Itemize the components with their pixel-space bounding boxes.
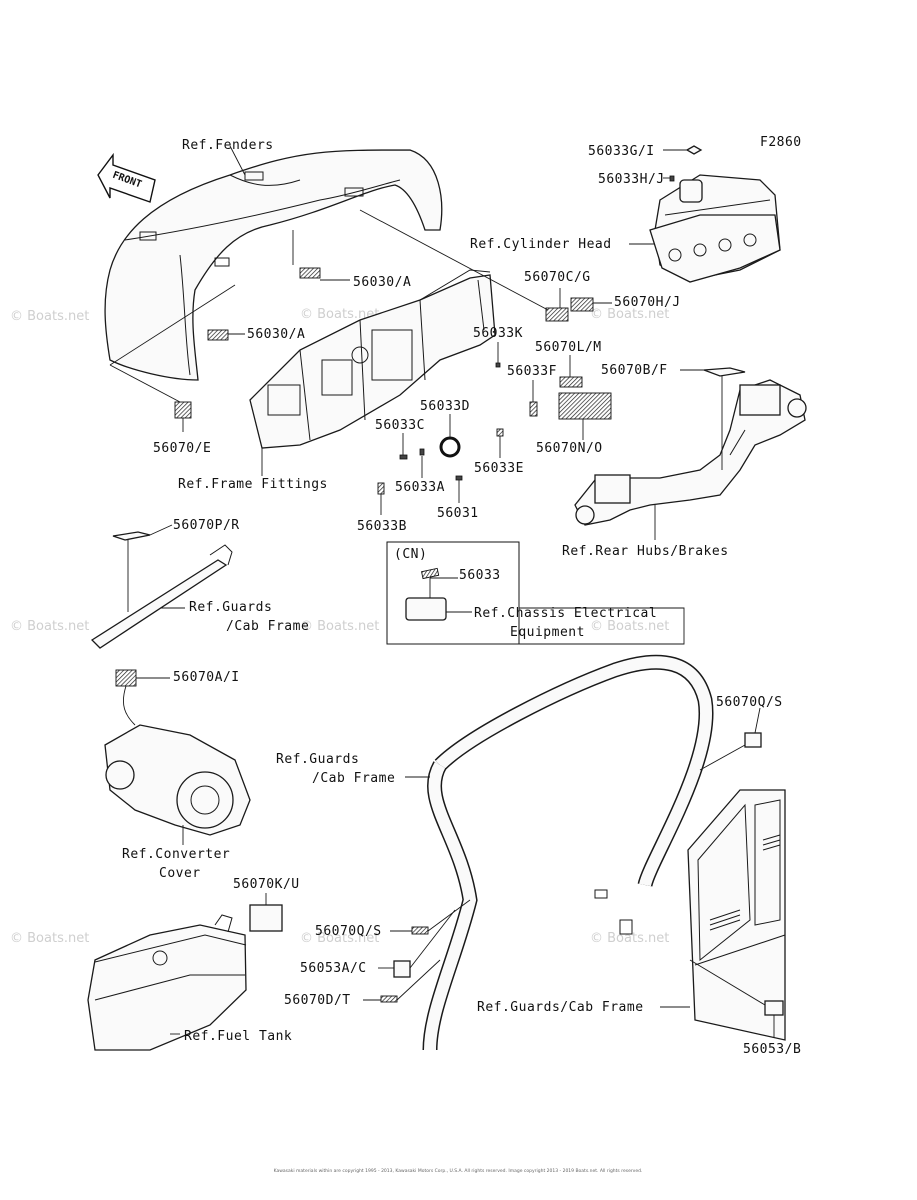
label-56053a-c: 56053A/C bbox=[300, 961, 367, 976]
label-56053-b: 56053/B bbox=[743, 1042, 801, 1057]
watermark: © Boats.net bbox=[10, 931, 89, 946]
watermark: © Boats.net bbox=[590, 931, 669, 946]
label-ref-converter-2: Cover bbox=[159, 866, 201, 881]
decal-56033b bbox=[377, 482, 385, 495]
decal-56033e bbox=[496, 428, 504, 437]
watermark: © Boats.net bbox=[590, 307, 669, 322]
frame-fittings-illustration bbox=[249, 269, 496, 449]
converter-cover-illustration bbox=[104, 724, 251, 836]
decals bbox=[112, 145, 784, 1016]
label-ref-frame-fittings: Ref.Frame Fittings bbox=[178, 477, 328, 492]
label-cn: (CN) bbox=[394, 547, 427, 562]
label-56033k: 56033K bbox=[473, 326, 523, 341]
decal-56070ku bbox=[249, 904, 283, 932]
cab-door-illustration bbox=[687, 789, 786, 1041]
label-56030-a-left: 56030/A bbox=[247, 327, 305, 342]
label-56030-a-top: 56030/A bbox=[353, 275, 411, 290]
decal-56053b bbox=[764, 1000, 784, 1016]
label-ref-chassis-1: Ref.Chassis Electrical bbox=[474, 606, 657, 621]
label-56070h-j: 56070H/J bbox=[614, 295, 681, 310]
decal-56070qs-left bbox=[411, 926, 429, 935]
label-56070p-r: 56070P/R bbox=[173, 518, 240, 533]
figure-code: F2860 bbox=[760, 135, 802, 150]
label-56070-e: 56070/E bbox=[153, 441, 211, 456]
label-56070n-o: 56070N/O bbox=[536, 441, 603, 456]
label-56033b: 56033B bbox=[357, 519, 407, 534]
label-cab-frame-2: /Cab Frame bbox=[312, 771, 395, 786]
label-56033a: 56033A bbox=[395, 480, 445, 495]
watermark: © Boats.net bbox=[10, 309, 89, 324]
label-ref-cylinder-head: Ref.Cylinder Head bbox=[470, 237, 612, 252]
label-56070d-t: 56070D/T bbox=[284, 993, 351, 1008]
decal-56033hj bbox=[669, 175, 675, 182]
decal-56070dt bbox=[380, 995, 398, 1003]
decal-56070lm bbox=[559, 376, 583, 388]
watermarks: © Boats.net © Boats.net © Boats.net © Bo… bbox=[10, 307, 669, 946]
label-56070q-s-right: 56070Q/S bbox=[716, 695, 783, 710]
label-56033h-j: 56033H/J bbox=[598, 172, 665, 187]
fenders-illustration bbox=[104, 149, 443, 381]
decal-56033d bbox=[439, 436, 461, 458]
label-cab-frame-1: /Cab Frame bbox=[226, 619, 309, 634]
watermark: © Boats.net bbox=[300, 931, 379, 946]
watermark: © Boats.net bbox=[590, 619, 669, 634]
decal-56031 bbox=[455, 475, 463, 481]
label-ref-converter-1: Ref.Converter bbox=[122, 847, 230, 862]
decal-56033k bbox=[495, 362, 501, 368]
label-56033e: 56033E bbox=[474, 461, 524, 476]
label-ref-fenders: Ref.Fenders bbox=[182, 138, 274, 153]
front-arrow-icon: FRONT bbox=[97, 152, 156, 203]
label-56070b-f: 56070B/F bbox=[601, 363, 668, 378]
copyright-footer: Kawasaki materials within are copyright … bbox=[274, 1168, 643, 1174]
decal-56030a-top bbox=[299, 267, 321, 279]
label-ref-fuel-tank: Ref.Fuel Tank bbox=[184, 1029, 292, 1044]
watermark: © Boats.net bbox=[300, 619, 379, 634]
label-ref-guards-2: Ref.Guards bbox=[276, 752, 359, 767]
label-56033-icon bbox=[421, 567, 440, 580]
cn-box bbox=[386, 541, 685, 645]
decal-56070bf bbox=[703, 367, 746, 377]
label-56070c-g: 56070C/G bbox=[524, 270, 591, 285]
label-56070q-s-left: 56070Q/S bbox=[315, 924, 382, 939]
label-56033g-i: 56033G/I bbox=[588, 144, 655, 159]
decal-56030a-left bbox=[207, 329, 229, 341]
label-ref-guards-1: Ref.Guards bbox=[189, 600, 272, 615]
rear-hubs-illustration bbox=[574, 379, 807, 526]
label-56070k-u: 56070K/U bbox=[233, 877, 300, 892]
decal-56070ai bbox=[115, 669, 137, 687]
decal-56033gi bbox=[685, 145, 703, 155]
electrical-box-icon bbox=[405, 597, 447, 621]
guards-rail-illustration bbox=[90, 544, 233, 649]
decal-56033f bbox=[529, 401, 538, 417]
label-ref-guards-cab: Ref.Guards/Cab Frame bbox=[477, 1000, 644, 1015]
label-56033c: 56033C bbox=[375, 418, 425, 433]
watermark: © Boats.net bbox=[300, 307, 379, 322]
label-ref-chassis-2: Equipment bbox=[510, 625, 585, 640]
cylinder-head-illustration bbox=[649, 174, 781, 283]
label-ref-rear-hubs: Ref.Rear Hubs/Brakes bbox=[562, 544, 729, 559]
decal-56033a bbox=[419, 448, 425, 456]
label-56031: 56031 bbox=[437, 506, 479, 521]
label-56070l-m: 56070L/M bbox=[535, 340, 602, 355]
watermark: © Boats.net bbox=[10, 619, 89, 634]
decal-56033c bbox=[399, 454, 408, 460]
label-56033f: 56033F bbox=[507, 364, 557, 379]
label-56033d: 56033D bbox=[420, 399, 470, 414]
decal-56070e bbox=[174, 401, 192, 419]
decal-56070hj bbox=[570, 297, 594, 312]
decal-56070qs-right bbox=[744, 732, 762, 748]
decal-56053ac bbox=[393, 960, 411, 978]
decal-56070pr bbox=[112, 531, 151, 541]
decal-56070no bbox=[558, 392, 612, 420]
leader-lines bbox=[109, 145, 775, 1038]
labels: F2860 Ref.Fenders 56030/A 56030/A 56070/… bbox=[122, 135, 802, 1057]
label-56033: 56033 bbox=[459, 568, 501, 583]
decal-56070cg bbox=[545, 307, 569, 322]
fuel-tank-illustration bbox=[87, 914, 247, 1051]
cab-frame-tube-illustration bbox=[422, 654, 714, 1051]
label-56070a-i: 56070A/I bbox=[173, 670, 240, 685]
